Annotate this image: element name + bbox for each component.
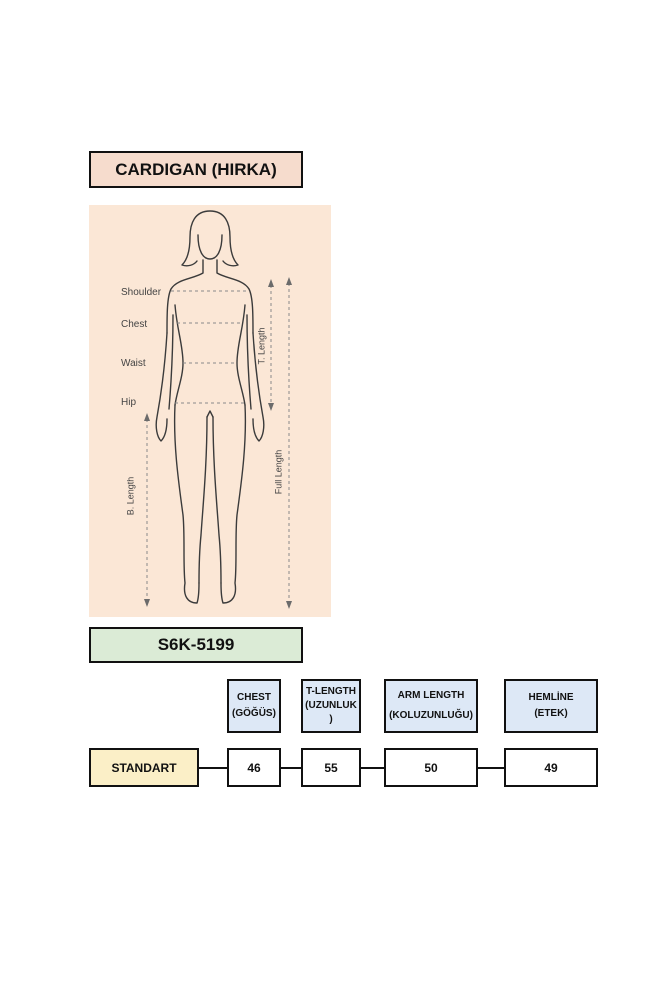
label-hip: Hip bbox=[121, 397, 137, 408]
value-t-length: 55 bbox=[301, 748, 361, 787]
body-measurement-figure: Shoulder Chest Waist Hip T. Length Full … bbox=[89, 205, 331, 617]
header-hemline-line1: HEMLİNE bbox=[528, 692, 574, 703]
label-b-length: B. Length bbox=[125, 476, 136, 516]
product-code: S6K-5199 bbox=[89, 627, 303, 663]
label-waist: Waist bbox=[121, 358, 146, 369]
value-t-length-text: 55 bbox=[324, 760, 338, 775]
label-full-length: Full Length bbox=[273, 449, 284, 495]
header-arm-length-line1: ARM LENGTH bbox=[397, 690, 465, 701]
body-outline-illustration bbox=[144, 210, 292, 609]
connector-line bbox=[361, 767, 384, 769]
header-hemline-line2: (ETEK) bbox=[534, 708, 568, 719]
label-chest: Chest bbox=[121, 319, 148, 330]
value-chest: 46 bbox=[227, 748, 281, 787]
header-arm-length: ARM LENGTH (KOLUZUNLUĞU) bbox=[384, 679, 478, 733]
header-t-length-line1: T-LENGTH bbox=[306, 686, 356, 697]
label-t-length: T. Length bbox=[256, 327, 267, 365]
value-hemline-text: 49 bbox=[544, 760, 558, 775]
header-hemline: HEMLİNE (ETEK) bbox=[504, 679, 598, 733]
header-t-length-line2: (UZUNLUK bbox=[305, 700, 357, 711]
page-title: CARDIGAN (HIRKA) bbox=[89, 151, 303, 188]
value-hemline: 49 bbox=[504, 748, 598, 787]
header-arm-length-line2: (KOLUZUNLUĞU) bbox=[389, 710, 473, 721]
connector-line bbox=[281, 767, 301, 769]
size-label: STANDART bbox=[89, 748, 199, 787]
connector-line bbox=[478, 767, 504, 769]
value-chest-text: 46 bbox=[247, 760, 261, 775]
header-chest-line1: CHEST bbox=[237, 692, 271, 703]
header-chest-line2: (GÖĞÜS) bbox=[232, 708, 276, 719]
product-code-text: S6K-5199 bbox=[157, 635, 235, 654]
header-t-length: T-LENGTH (UZUNLUK ) bbox=[301, 679, 361, 733]
connector-line bbox=[199, 767, 227, 769]
size-label-text: STANDART bbox=[111, 760, 177, 775]
header-t-length-line3: ) bbox=[329, 714, 333, 725]
value-arm-length: 50 bbox=[384, 748, 478, 787]
value-arm-length-text: 50 bbox=[424, 760, 438, 775]
header-chest: CHEST (GÖĞÜS) bbox=[227, 679, 281, 733]
label-shoulder: Shoulder bbox=[121, 287, 162, 298]
title-text: CARDIGAN (HIRKA) bbox=[115, 159, 277, 179]
